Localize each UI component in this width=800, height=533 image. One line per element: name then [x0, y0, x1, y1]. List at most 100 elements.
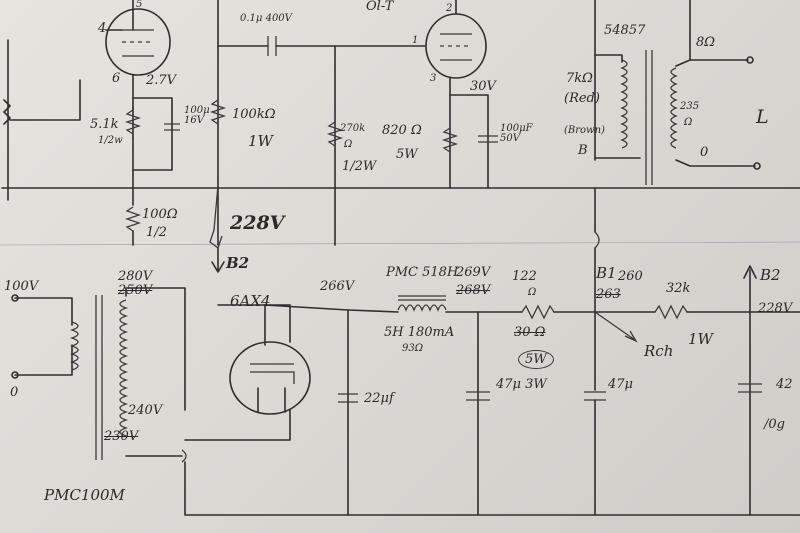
- label-47u: 47μ: [608, 377, 633, 392]
- crossover-hop: [594, 231, 600, 249]
- bplus-rail-1: [264, 304, 399, 313]
- label-v27: 2.7V: [146, 73, 177, 88]
- grid-wire-v1: [9, 79, 81, 121]
- label-54857: 54857: [604, 23, 646, 38]
- terminal-0-in: [11, 371, 19, 379]
- label-choke-pmc: PMC 518H: [386, 265, 459, 280]
- rectifier-6ax4: [229, 341, 311, 415]
- label-268v-strike: 268V: [456, 283, 491, 298]
- rect-lead: [264, 304, 291, 343]
- ot-core: [645, 50, 653, 185]
- label-cap-01u: 0.1μ 400V: [240, 13, 292, 24]
- out-0: [675, 159, 756, 167]
- label-228v-top: 228V: [230, 212, 285, 234]
- primary-leads: [14, 297, 73, 376]
- label-266v: 266V: [320, 279, 355, 294]
- label-820: 820 Ω: [382, 123, 422, 138]
- tube-v1: [105, 0, 171, 76]
- resistor-122: [521, 304, 555, 320]
- resistor-32k: [654, 304, 688, 320]
- label-280v: 280V: [118, 269, 153, 284]
- label-b2-arrow: B2: [226, 254, 250, 272]
- b2-out-arrow: [743, 265, 757, 516]
- label-250v-strike: 250V: [118, 283, 153, 298]
- label-0-out: 0: [700, 145, 709, 160]
- b2-arrow: [211, 247, 225, 273]
- ot-secondary-coil: [670, 67, 678, 149]
- cap-100u50: [478, 135, 498, 143]
- label-235: 235: [680, 101, 700, 112]
- label-red: (Red): [564, 91, 600, 106]
- label-240v: 240V: [128, 403, 163, 418]
- grid-line: [0, 241, 800, 246]
- label-L: L: [756, 106, 769, 128]
- label-1w: 1W: [248, 132, 273, 150]
- label-B: B: [578, 143, 588, 158]
- label-100k: 100kΩ: [232, 107, 276, 122]
- terminal-8ohm: [746, 56, 754, 64]
- label-100ohm: 100Ω: [142, 207, 178, 222]
- pt-core: [95, 295, 103, 460]
- label-c100u50: 100μF 50V: [500, 123, 533, 144]
- label-93ohm: 93Ω: [402, 343, 424, 354]
- label-5w-circled: 5W: [518, 350, 554, 369]
- crossover-pt: [181, 449, 187, 463]
- label-260: 260: [618, 269, 643, 284]
- label-122: 122: [512, 269, 537, 284]
- label-pin5: 5: [136, 0, 143, 10]
- label-1w-32k: 1W: [688, 330, 713, 348]
- cap-42: [738, 383, 762, 393]
- bypass-loop: [132, 97, 173, 171]
- pt-secondary-coil: [119, 299, 129, 437]
- terminal-0: [753, 162, 761, 170]
- label-pin6: 6: [112, 71, 121, 86]
- label-122-ohm: Ω: [528, 287, 537, 298]
- label-228v-right: 228V: [758, 301, 793, 316]
- label-47u-3w: 47μ 3W: [496, 377, 547, 392]
- label-c100u16: 100μ 16V: [184, 105, 210, 126]
- resistor-100: [124, 206, 142, 232]
- ground-rail-bottom: [184, 461, 800, 516]
- label-pin1: 1: [412, 35, 419, 46]
- label-100v: 100V: [4, 279, 39, 294]
- label-30ohm-strike: 30 Ω: [514, 325, 546, 340]
- rect-heater: [184, 409, 291, 441]
- label-pmc100m: PMC100M: [44, 486, 125, 504]
- label-32k: 32k: [666, 281, 691, 296]
- label-5h: 5H 180mA: [384, 325, 455, 340]
- cap-22u: [338, 393, 358, 403]
- resistor-100k: [209, 99, 227, 125]
- pt-secondary-leads: [125, 287, 186, 457]
- label-half-w-3: 1/2: [146, 225, 167, 240]
- label-5w-820: 5W: [396, 147, 418, 162]
- terminal-100v: [11, 294, 19, 302]
- tube-v2: [425, 0, 487, 79]
- cathode-wire-v2: [449, 77, 489, 189]
- label-263-strike: 263: [596, 287, 621, 302]
- label-top-partial: Ol-T: [366, 0, 394, 14]
- label-270-ohm: Ω: [344, 139, 353, 150]
- label-6ax4: 6AX4: [230, 292, 271, 310]
- label-half-w-2: 1/2W: [342, 159, 377, 174]
- label-B1: B1: [596, 264, 617, 282]
- label-230v: 230V: [104, 429, 139, 444]
- resistor-5k1: [124, 109, 142, 135]
- label-partial-right: /0g: [764, 417, 785, 432]
- label-b2-right: B2: [760, 266, 781, 284]
- label-5k1: 5.1k: [90, 117, 119, 132]
- ot-primary-coil: [620, 59, 628, 149]
- resistor-270k: [326, 121, 344, 147]
- label-rch: Rch: [644, 342, 674, 360]
- resistor-820: [441, 127, 459, 153]
- label-42: 42: [776, 377, 793, 392]
- rch-arrow: [594, 311, 638, 343]
- label-v30: 30V: [470, 79, 496, 94]
- label-7k: 7kΩ: [566, 71, 593, 86]
- label-pin2: 2: [446, 3, 453, 14]
- label-brown: (Brown): [564, 125, 605, 136]
- cap-47u: [584, 391, 606, 401]
- cap-47u-3w: [466, 391, 490, 401]
- ot-primary-lead: [594, 0, 641, 161]
